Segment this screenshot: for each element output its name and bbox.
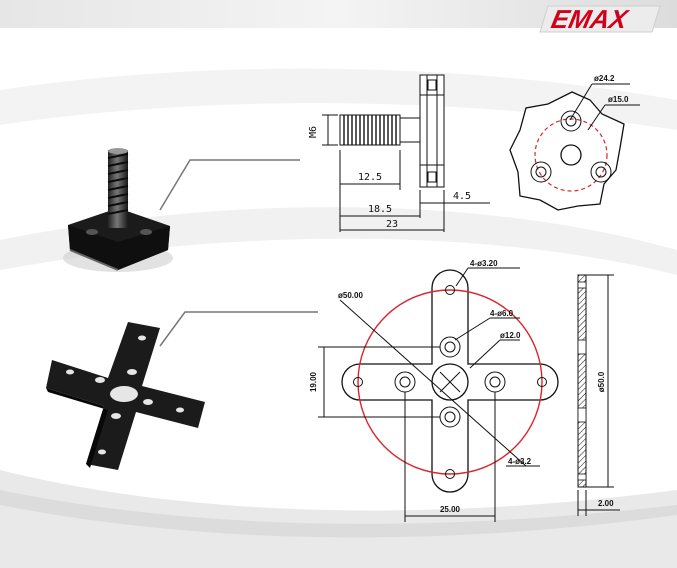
logo-text: EMAX [549, 4, 632, 34]
dim-adapter-bolt-circle: ø15.0 [608, 95, 629, 104]
dim-adapter-diameter: ø24.2 [594, 74, 615, 83]
dim-side-thickness: 2.00 [598, 499, 614, 508]
adapter-drawing [509, 83, 640, 211]
dim-mount-center-hole: ø12.0 [500, 331, 521, 340]
dim-shaft-thread-length: 12.5 [358, 172, 382, 183]
dim-mount-diameter: ø50.00 [338, 291, 363, 300]
dim-shaft-length: 18.5 [368, 204, 392, 215]
dim-side-diameter: ø50.0 [597, 371, 606, 392]
dim-mount-vertical-spacing: 19.00 [309, 371, 318, 392]
callout-line-mount [159, 311, 318, 347]
dim-flange-thickness: 4.5 [453, 191, 471, 202]
dim-total-length: 23 [386, 219, 398, 230]
shaft-screw-photo [63, 148, 173, 272]
mount-drawing [318, 267, 559, 522]
dim-mount-horizontal-spacing: 25.00 [440, 505, 461, 514]
dim-mount-inner-holes: 4-ø6.0 [490, 309, 514, 318]
side-drawing [577, 274, 620, 516]
thread-label: M6 [308, 126, 319, 138]
mount-plate-photo [46, 322, 205, 470]
dim-mount-screw-holes: 4-ø3.2 [508, 457, 532, 466]
emax-logo: EMAX [539, 4, 661, 34]
callout-line-shaft [159, 159, 300, 211]
dim-mount-corner-holes: 4-ø3.20 [470, 259, 498, 268]
shaft-drawing [322, 74, 490, 232]
